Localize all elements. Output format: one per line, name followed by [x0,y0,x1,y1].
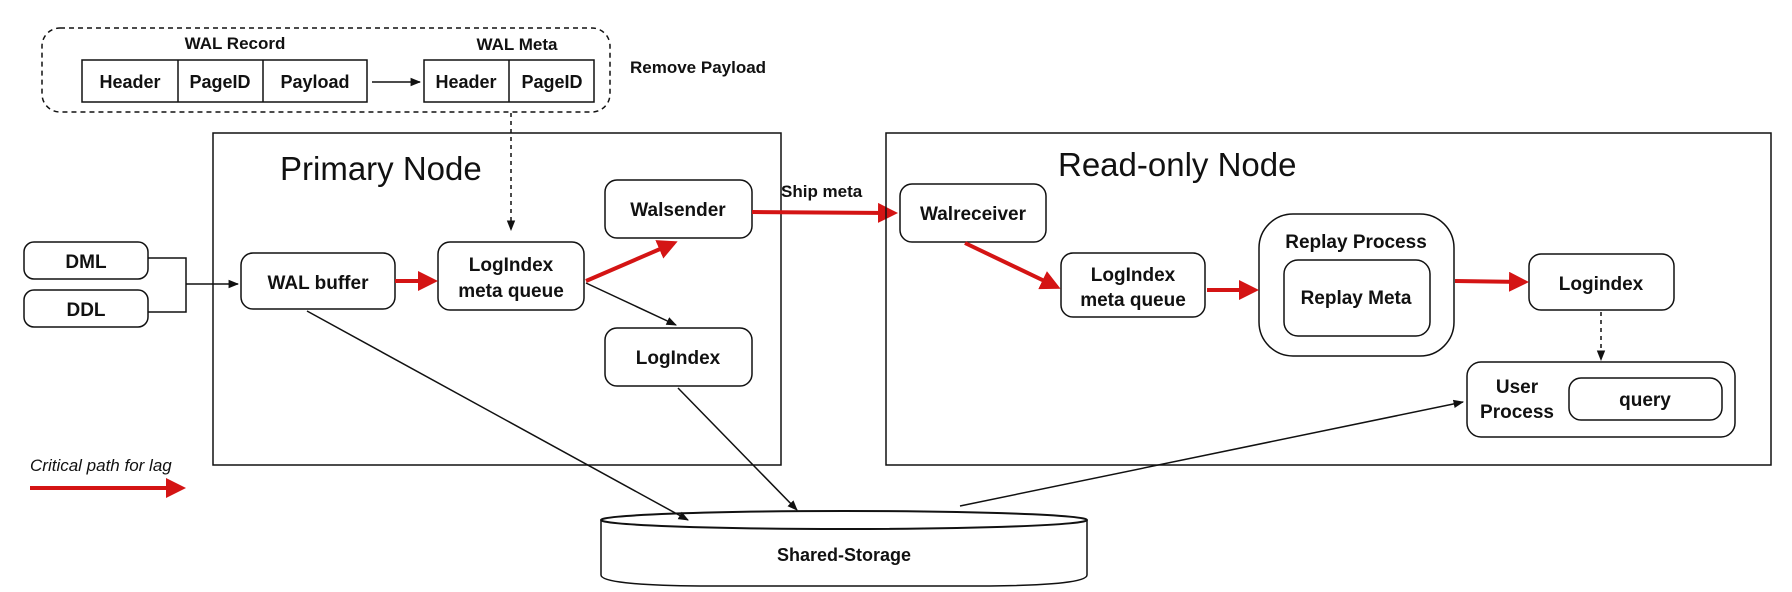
user-process-line2: Process [1480,402,1554,423]
readonly-logindex-queue-line1: LogIndex [1091,265,1176,286]
dml-box [23,241,149,280]
storage-to-user-process-arrow [959,399,1465,507]
readonly-logindex-queue-box [1060,252,1206,318]
query-label: query [1619,390,1671,411]
query-box [1568,377,1723,421]
ship-meta-label: Ship meta [781,182,863,201]
shared-storage-label: Shared-Storage [777,545,911,565]
primary-logindex-box [604,327,753,387]
wal-meta-title: WAL Meta [477,35,558,54]
wal-record-title: WAL Record [185,34,286,53]
wal-format-group [41,27,611,113]
queue-to-logindex-arrow [585,282,677,326]
wal-buffer-to-storage-arrow [306,310,689,521]
walreceiver-label: Walreceiver [920,204,1027,225]
primary-logindex-label: LogIndex [636,348,721,369]
readonly-node-title: Read-only Node [1058,146,1296,183]
user-process-line1: User [1496,377,1539,398]
primary-logindex-queue-line1: LogIndex [469,255,554,276]
input-bracket [148,257,187,313]
walsender-label: Walsender [630,200,726,221]
wal-record-pageid-cell: PageID [189,72,250,92]
wal-record-header-cell: Header [99,72,160,92]
walreceiver-to-queue-critical-arrow [964,241,1061,290]
primary-node-title: Primary Node [280,150,482,187]
walsender-box [604,179,753,239]
primary-node-frame [212,132,782,466]
replay-meta-label: Replay Meta [1301,288,1412,309]
ddl-box [23,289,149,328]
replay-meta-box [1283,259,1431,337]
legend-label: Critical path for lag [30,456,172,475]
primary-logindex-queue-box [437,241,585,311]
primary-logindex-queue-line2: meta queue [458,281,564,302]
ddl-label: DDL [66,300,105,321]
dml-label: DML [65,252,107,273]
wal-record-box [81,59,368,103]
walreceiver-box [899,183,1047,243]
wal-record-payload-cell: Payload [280,72,349,92]
readonly-node-frame [885,132,1772,466]
logindex-to-storage-arrow [677,387,798,511]
readonly-logindex-queue-line2: meta queue [1080,290,1186,311]
replay-process-label: Replay Process [1285,232,1427,253]
shared-storage-top [600,510,1088,530]
queue-to-walsender-critical-arrow [585,240,678,283]
wal-meta-header-cell: Header [435,72,496,92]
wal-meta-pageid-cell: PageID [521,72,582,92]
readonly-logindex-label: Logindex [1559,274,1644,295]
shared-storage-cylinder [600,520,1088,587]
wal-buffer-label: WAL buffer [268,273,370,294]
walsender-to-walreceiver-critical-arrow [751,202,898,223]
remove-payload-label: Remove Payload [630,58,766,77]
readonly-logindex-box [1528,253,1675,311]
replay-to-logindex-critical-arrow [1454,271,1529,292]
